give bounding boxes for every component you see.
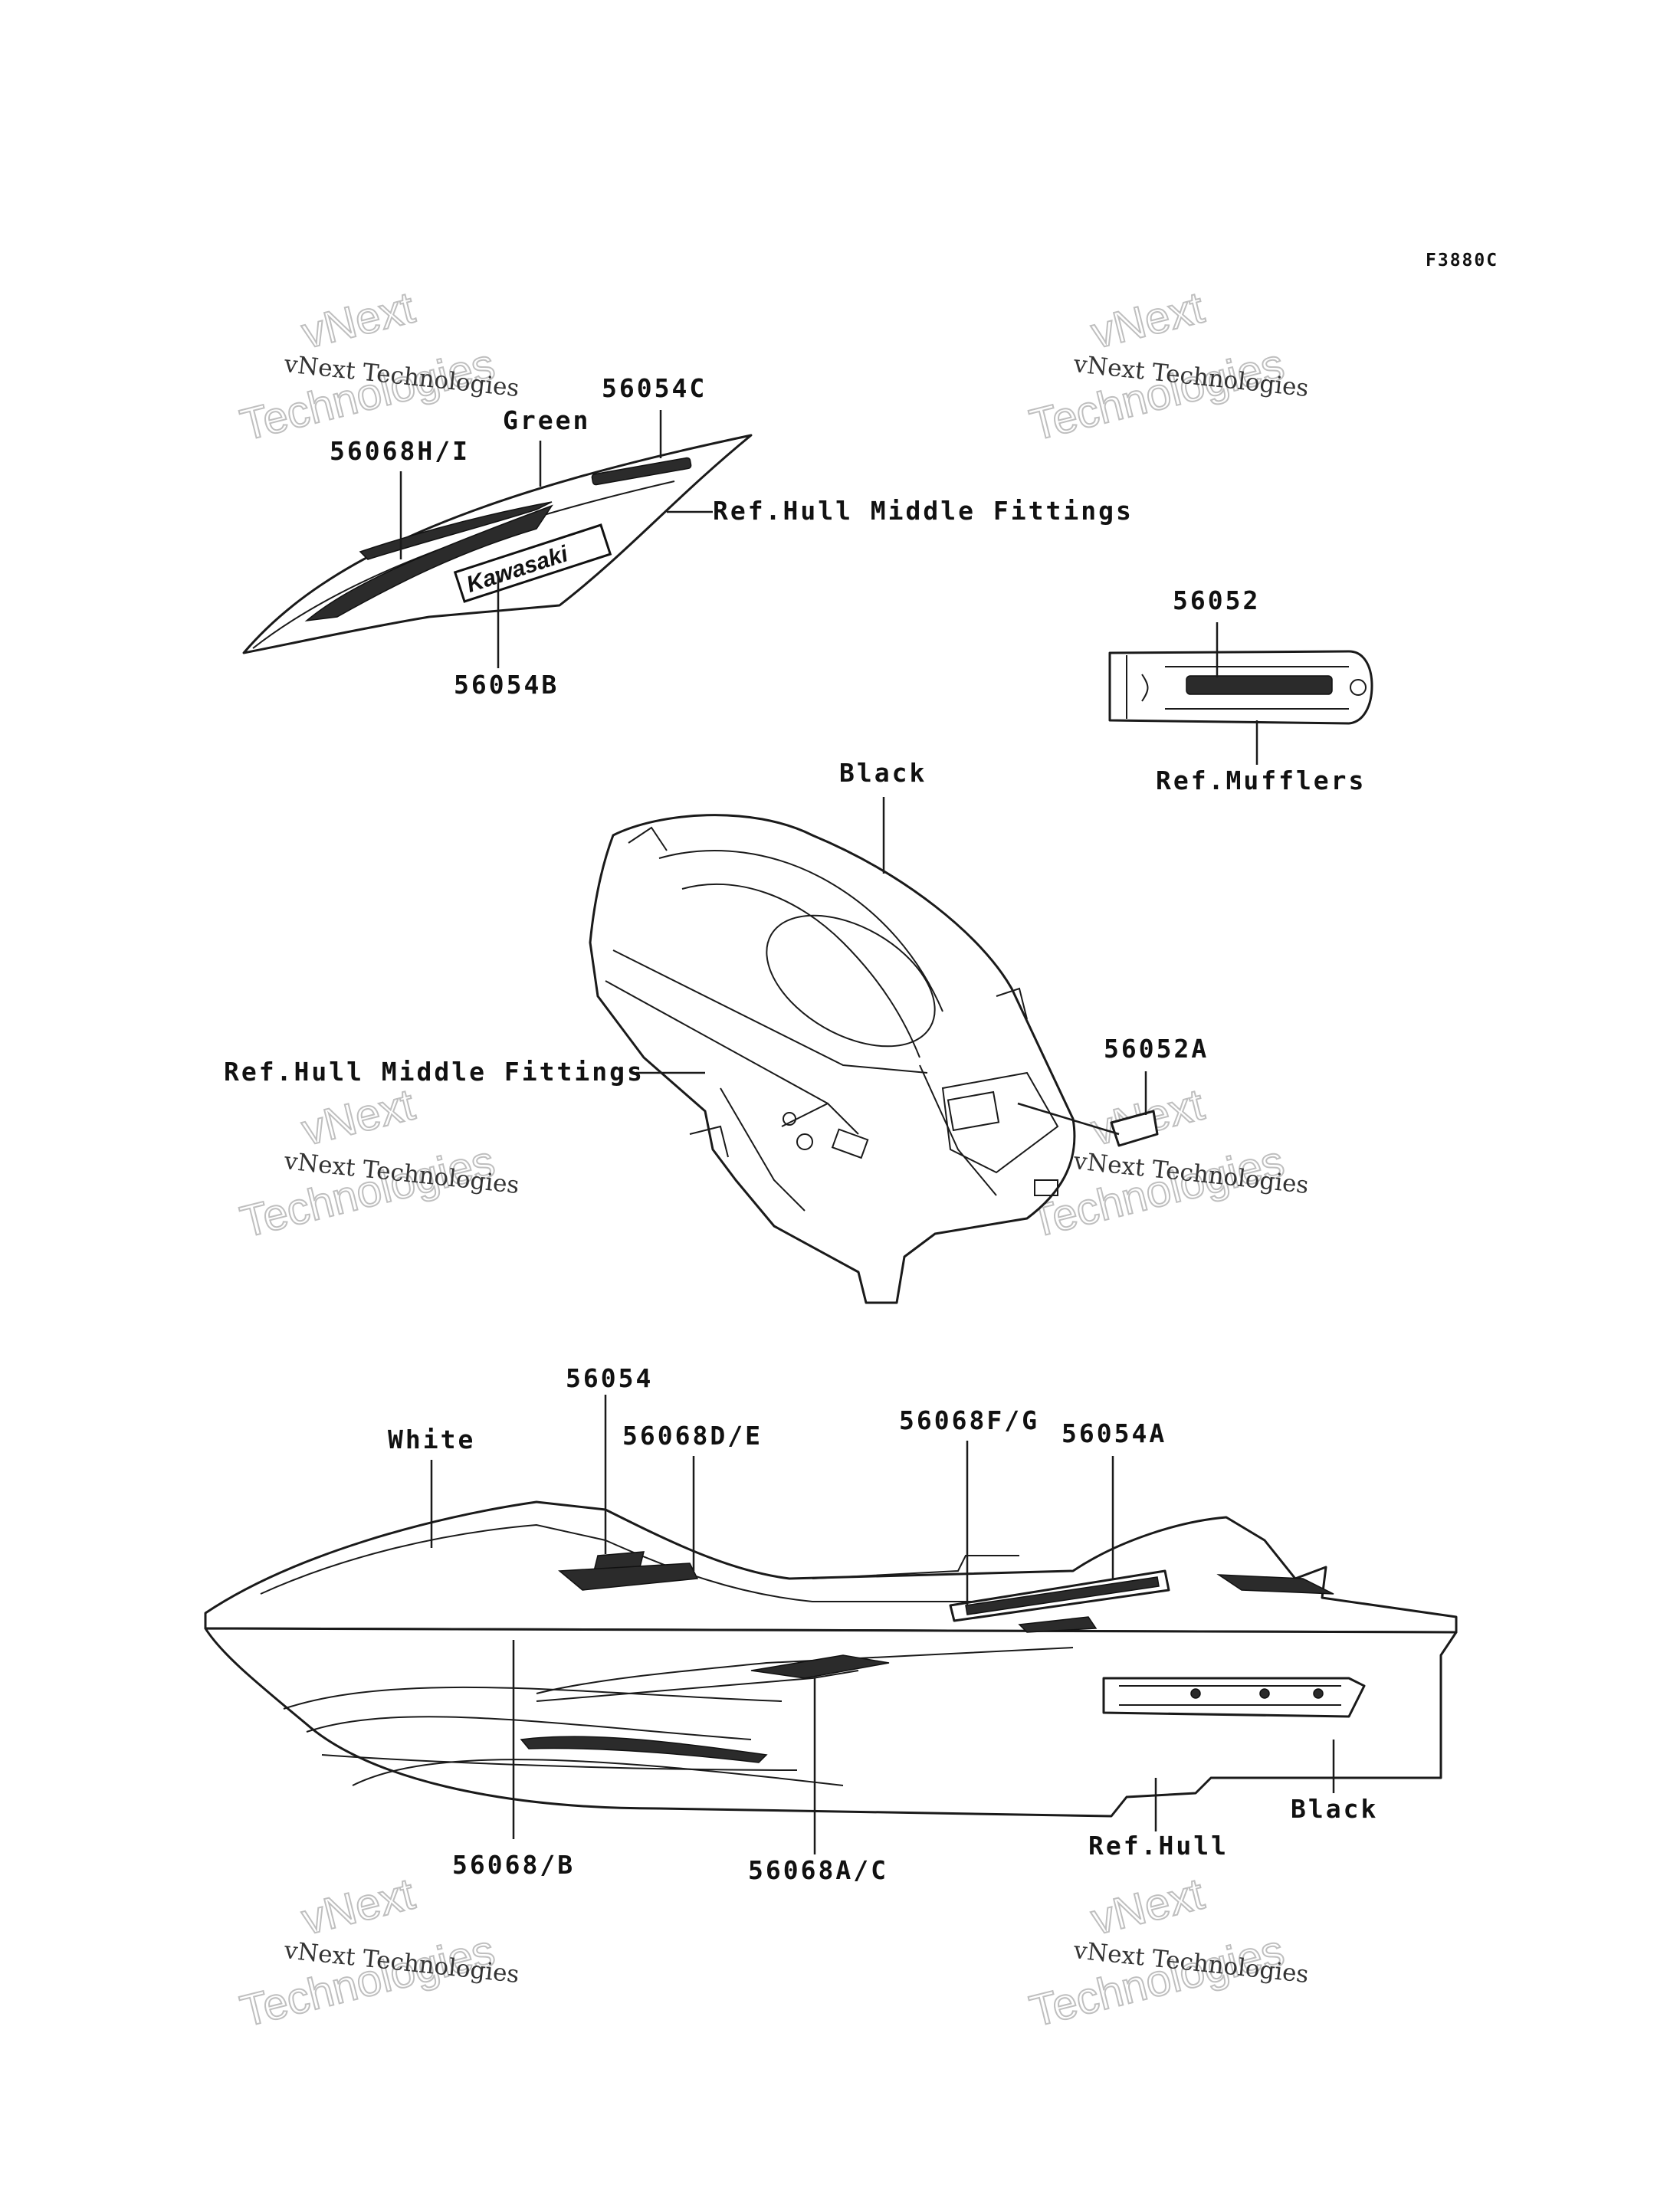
watermark-bottom-left: vNext Technologies vNext Technologies (235, 1868, 520, 2038)
muffler-decal-icon (1186, 675, 1333, 695)
label-ref-hull-middle-fittings-top: Ref.Hull Middle Fittings (713, 496, 1134, 526)
label-56068HI: 56068H/I (330, 436, 470, 466)
label-56068B: 56068/B (452, 1850, 575, 1880)
watermark-middle-left: vNext Technologies vNext Technologies (235, 1079, 520, 1248)
label-56054C: 56054C (602, 373, 707, 403)
label-ref-hull-middle-fittings-mid: Ref.Hull Middle Fittings (224, 1057, 645, 1087)
label-56068DE: 56068D/E (622, 1421, 763, 1451)
watermark-top-right: vNext Technologies vNext Technologies (1024, 282, 1310, 451)
watermark-vnext: vNext (1086, 1869, 1209, 1945)
watermark-vnext: vNext (297, 283, 419, 359)
label-56052: 56052 (1173, 585, 1260, 615)
watermark-bottom-right: vNext Technologies vNext Technologies (1024, 1868, 1310, 2038)
watermark-vnext: vNext (297, 1080, 419, 1156)
watermark-top-left: vNext Technologies vNext Technologies (235, 282, 520, 451)
decal-56052A-icon (1110, 1110, 1159, 1147)
diagram-code: F3880C (1426, 251, 1498, 271)
muffler-assembly (1108, 650, 1373, 725)
label-56054: 56054 (566, 1363, 653, 1393)
label-ref-mufflers: Ref.Mufflers (1156, 766, 1366, 795)
label-black-middle: Black (839, 758, 927, 788)
label-green: Green (503, 405, 590, 435)
label-56054B: 56054B (454, 670, 559, 700)
watermark-vnext: vNext (1086, 283, 1209, 359)
jet-ski-hull (204, 1500, 1458, 1818)
label-56054A: 56054A (1061, 1418, 1166, 1448)
leader-56052A-line (1017, 1102, 1120, 1136)
watermark-vnext: vNext (297, 1869, 419, 1945)
label-ref-hull: Ref.Hull (1088, 1831, 1229, 1861)
badge-56054C-icon (591, 457, 692, 486)
label-56068AC: 56068A/C (748, 1855, 888, 1885)
label-black-bottom: Black (1291, 1794, 1378, 1824)
label-56068FG: 56068F/G (899, 1405, 1039, 1435)
decal-56068DE-icon (558, 1562, 699, 1591)
hull-middle-fittings (589, 814, 1076, 1304)
label-56052A: 56052A (1104, 1034, 1209, 1064)
label-white: White (388, 1425, 475, 1454)
side-decal-assembly: Kawasaki (242, 434, 753, 654)
